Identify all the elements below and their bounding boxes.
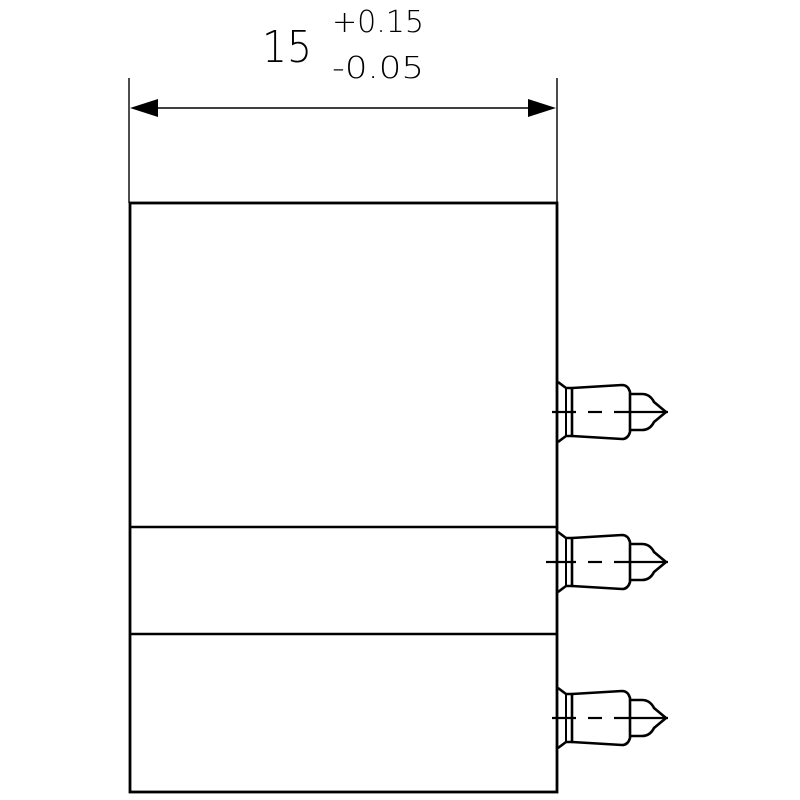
- pin-2: [546, 530, 670, 594]
- dimension-upper-tolerance: +0.15: [332, 5, 424, 40]
- arrowhead-left-icon: [130, 99, 158, 117]
- pin-1: [550, 380, 670, 444]
- body-outline: [128, 201, 559, 794]
- component-body: [128, 201, 559, 794]
- dimension-lower-tolerance: -0.05: [332, 51, 424, 86]
- dimension-annotation: 15 +0.15 -0.05: [128, 5, 558, 203]
- pin-3: [550, 686, 670, 750]
- dimension-nominal: 15: [262, 22, 312, 73]
- arrowhead-right-icon: [528, 99, 556, 117]
